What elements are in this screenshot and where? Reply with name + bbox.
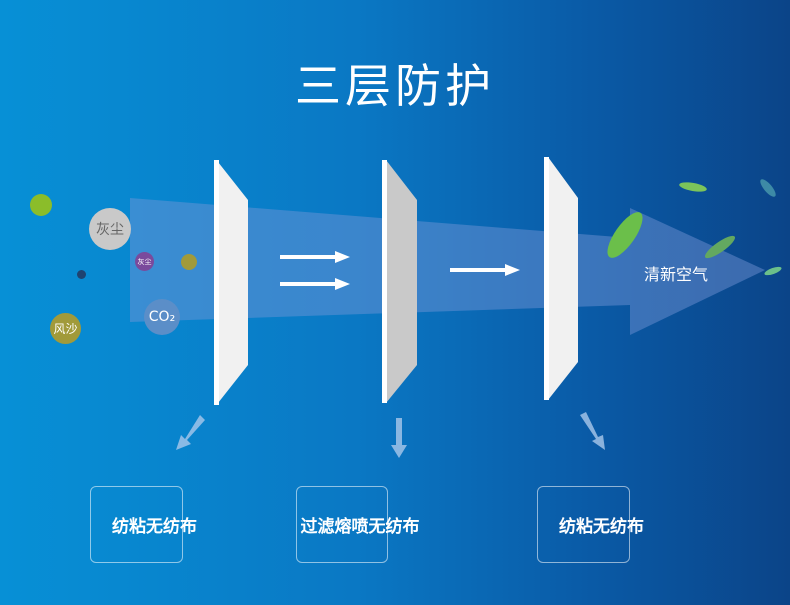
layer-label-box-3: 纺粘无纺布 bbox=[537, 486, 644, 563]
particle-dust-small: 灰尘 bbox=[135, 252, 154, 271]
particle-dot bbox=[77, 270, 86, 279]
filter-layer-2 bbox=[382, 160, 417, 403]
particle-co2: CO₂ bbox=[144, 299, 180, 335]
filter-layer-1 bbox=[214, 160, 248, 405]
particle-dust-large: 灰尘 bbox=[89, 208, 131, 250]
filter-layer-3 bbox=[544, 157, 578, 400]
layer-label: 纺粘无纺布 bbox=[112, 517, 197, 537]
layer-label-box-1: 纺粘无纺布 bbox=[90, 486, 197, 563]
airflow-arrow bbox=[130, 198, 765, 335]
page-title: 三层防护 bbox=[295, 59, 495, 113]
arrow-icon bbox=[280, 251, 520, 290]
particle-sand: 风沙 bbox=[50, 313, 81, 344]
layer-label-box-2: 过滤熔喷无纺布 bbox=[296, 486, 420, 563]
layer-label: 纺粘无纺布 bbox=[559, 517, 644, 537]
particle-dot bbox=[30, 194, 52, 216]
layer-label: 过滤熔喷无纺布 bbox=[300, 517, 420, 537]
fresh-air-label: 清新空气 bbox=[644, 265, 709, 284]
leaf-icon bbox=[607, 179, 782, 276]
down-arrow-icon bbox=[176, 412, 605, 458]
particle-dot bbox=[181, 254, 197, 270]
